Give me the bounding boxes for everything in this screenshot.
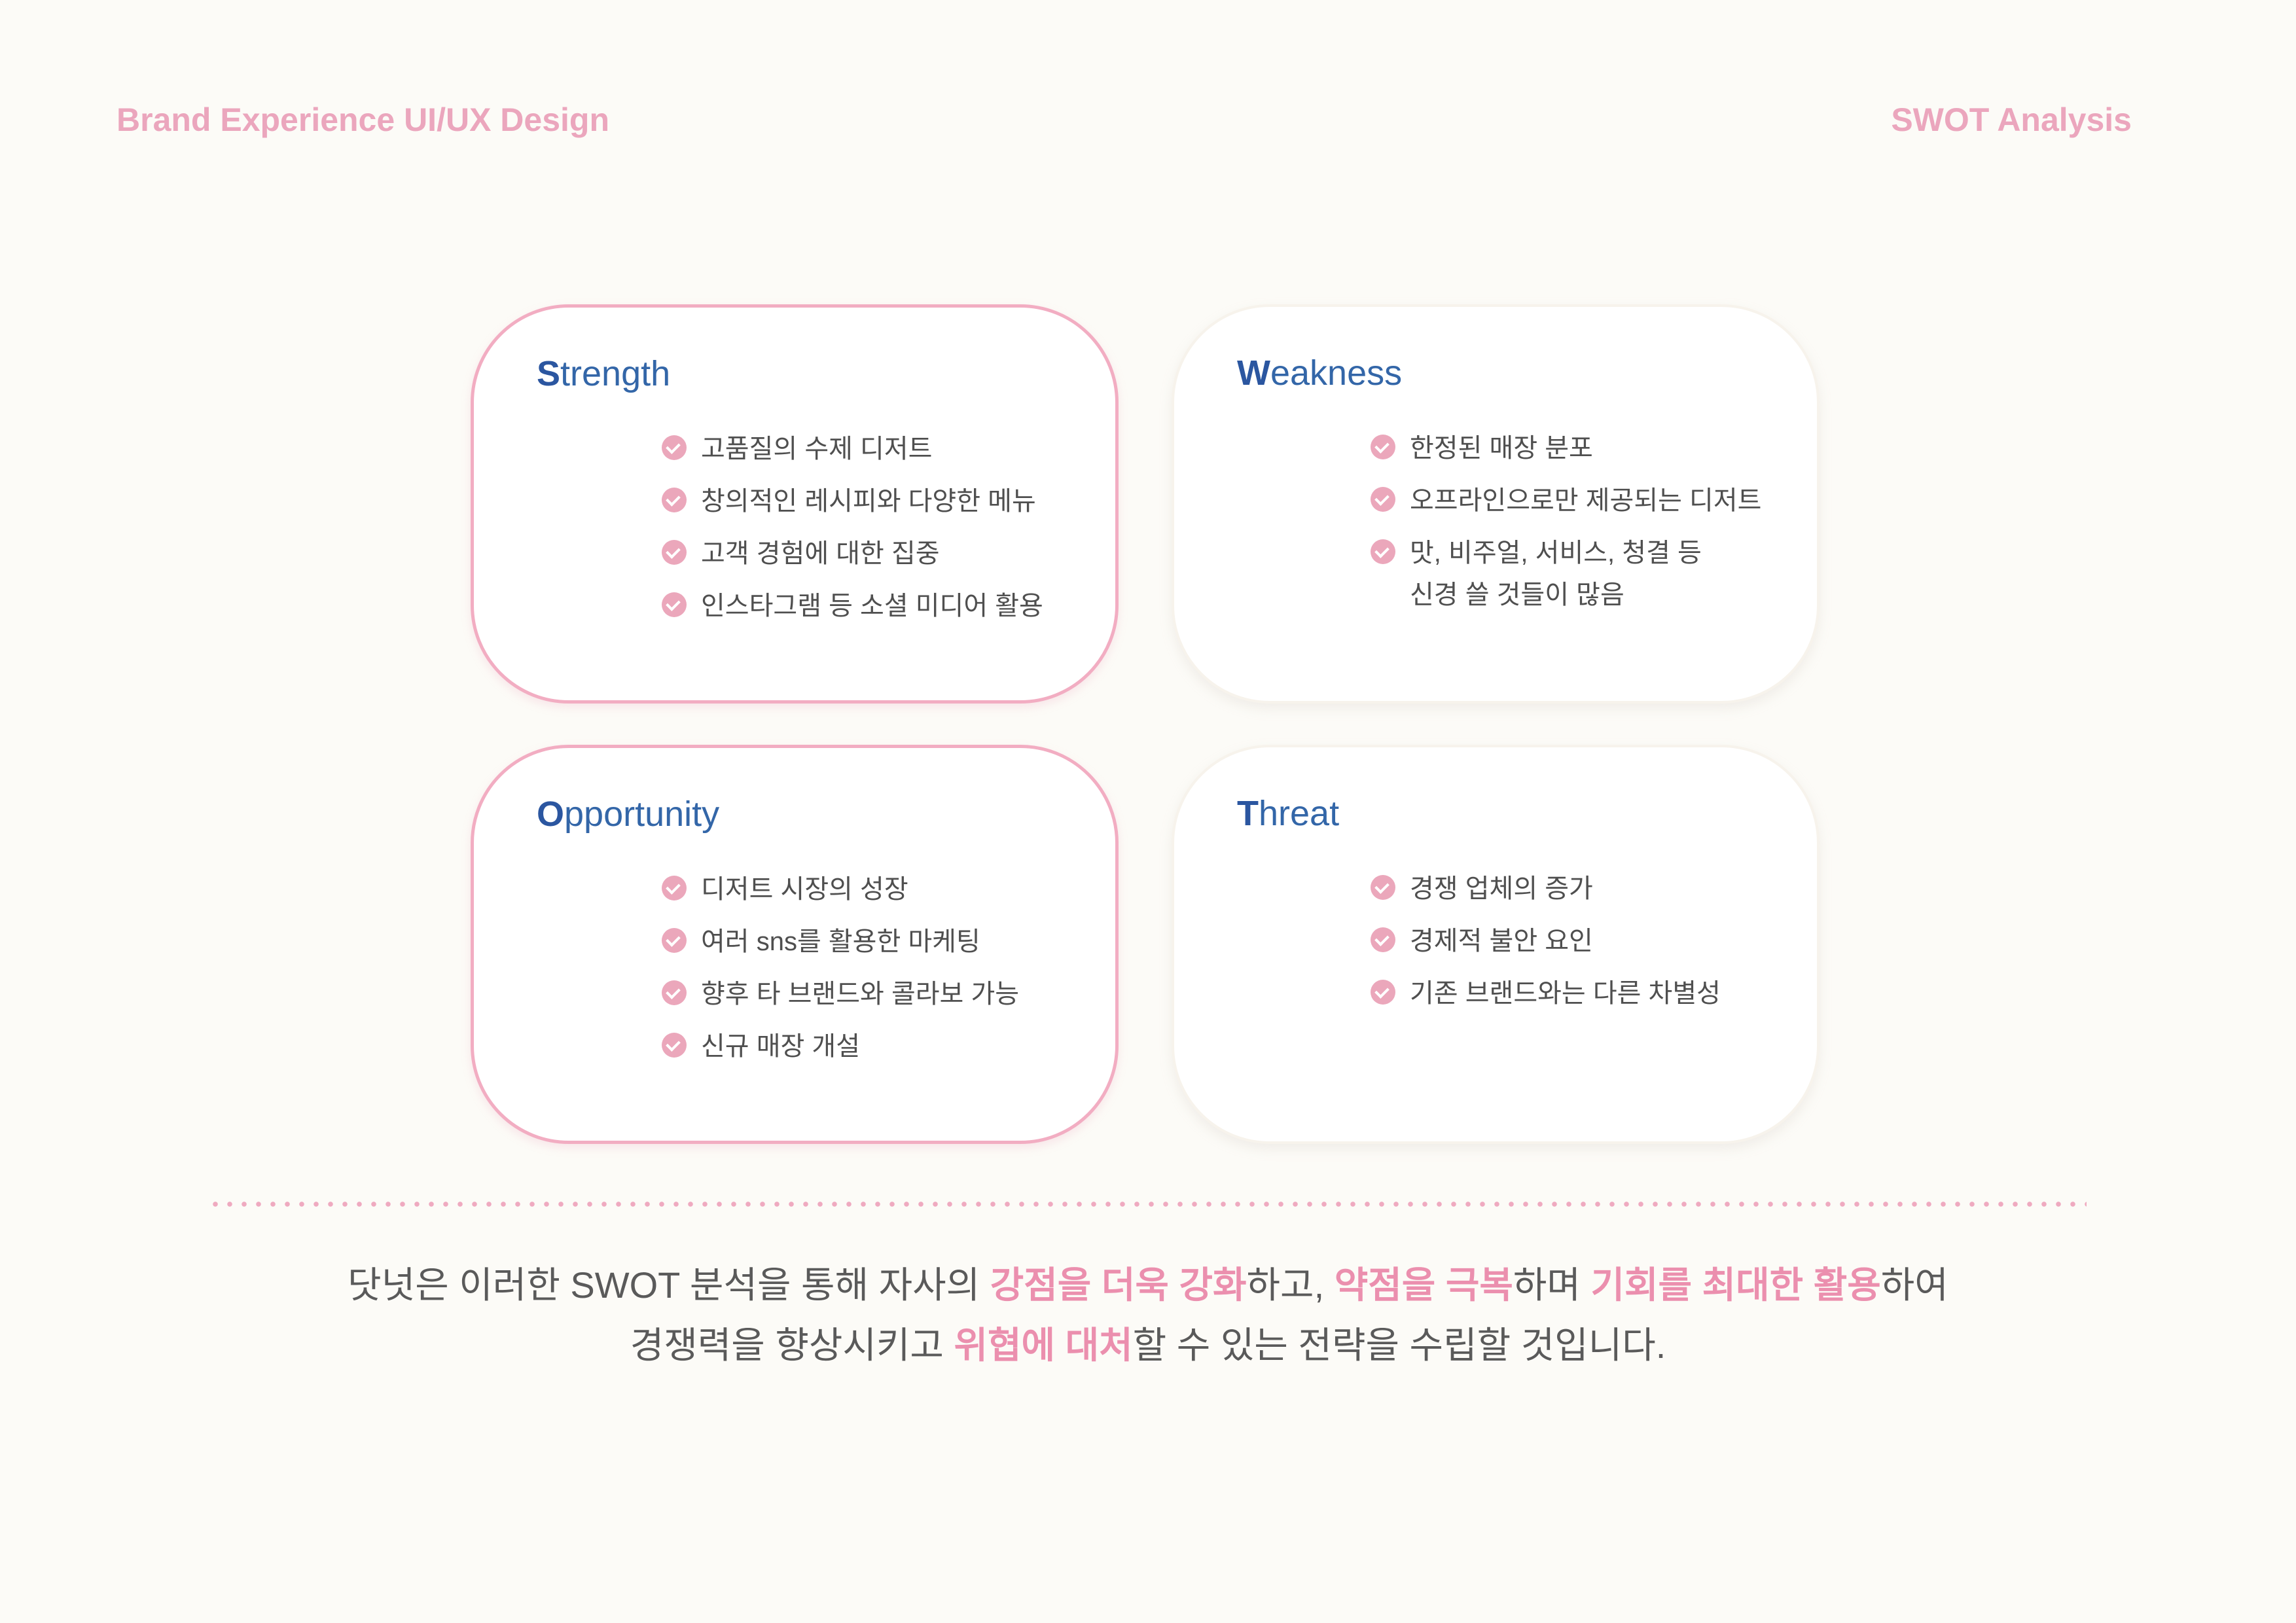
threat-list-item: 경쟁 업체의 증가 xyxy=(1371,868,1721,910)
summary-highlight: 기회를 최대한 활용 xyxy=(1590,1264,1881,1306)
check-circle-icon xyxy=(662,592,687,617)
weakness-list-item: 한정된 매장 분포 xyxy=(1371,427,1761,469)
threat-title-rest: hreat xyxy=(1259,794,1340,833)
strength-list-item: 고객 경험에 대한 집중 xyxy=(662,533,1043,575)
weakness-item-text: 오프라인으로만 제공되는 디저트 xyxy=(1410,486,1762,515)
check-circle-icon xyxy=(662,980,687,1005)
strength-title-rest: trength xyxy=(560,354,671,393)
opportunity-item-text: 향후 타 브랜드와 콜라보 가능 xyxy=(701,980,1020,1008)
weakness-item-text: 한정된 매장 분포 xyxy=(1410,434,1593,463)
opportunity-item-text: 여러 sns를 활용한 마케팅 xyxy=(701,927,980,956)
strength-item-text: 인스타그램 등 소셜 미디어 활용 xyxy=(701,592,1043,620)
summary-text: 닷넛은 이러한 SWOT 분석을 통해 자사의 강점을 더욱 강화하고, 약점을… xyxy=(0,1255,2296,1376)
opportunity-item-text: 디저트 시장의 성장 xyxy=(701,875,908,904)
check-circle-icon xyxy=(1371,435,1395,459)
summary-line-2: 경쟁력을 향상시키고 위협에 대처할 수 있는 전략을 수립할 것입니다. xyxy=(0,1315,2296,1376)
strength-item-text: 고품질의 수제 디저트 xyxy=(701,435,933,463)
threat-list-item: 기존 브랜드와는 다른 차별성 xyxy=(1371,972,1721,1014)
summary-highlight: 위협에 대처 xyxy=(954,1325,1133,1366)
check-circle-icon xyxy=(1371,539,1395,564)
summary-segment: 하며 xyxy=(1513,1264,1591,1306)
threat-title: Threat xyxy=(1237,791,1339,836)
check-circle-icon xyxy=(1371,980,1395,1005)
strength-title: Strength xyxy=(537,351,670,397)
summary-segment: 닷넛은 이러한 SWOT 분석을 통해 자사의 xyxy=(348,1264,990,1306)
summary-segment: 할 수 있는 전략을 수립할 것입니다. xyxy=(1132,1325,1666,1366)
threat-item-text: 기존 브랜드와는 다른 차별성 xyxy=(1410,979,1721,1008)
strength-item-text: 창의적인 레시피와 다양한 메뉴 xyxy=(701,487,1036,516)
summary-segment: 하여 xyxy=(1880,1264,1948,1306)
opportunity-title-rest: pportunity xyxy=(564,794,720,834)
check-circle-icon xyxy=(662,928,687,953)
weakness-list-item: 맛, 비주얼, 서비스, 청결 등 신경 쓸 것들이 많음 xyxy=(1371,532,1761,616)
weakness-item-text: 맛, 비주얼, 서비스, 청결 등 신경 쓸 것들이 많음 xyxy=(1410,539,1702,609)
opportunity-list-item: 디저트 시장의 성장 xyxy=(662,868,1019,910)
threat-initial: T xyxy=(1237,794,1259,833)
weakness-initial: W xyxy=(1237,353,1270,393)
check-circle-icon xyxy=(662,1033,687,1058)
strength-item-text: 고객 경험에 대한 집중 xyxy=(701,539,940,568)
weakness-list-item: 오프라인으로만 제공되는 디저트 xyxy=(1371,480,1761,522)
check-circle-icon xyxy=(662,488,687,512)
opportunity-list-item: 향후 타 브랜드와 콜라보 가능 xyxy=(662,973,1019,1015)
threat-item-text: 경제적 불안 요인 xyxy=(1410,927,1593,955)
brand-title: Brand Experience UI/UX Design xyxy=(117,101,610,138)
check-circle-icon xyxy=(662,540,687,565)
opportunity-item-text: 신규 매장 개설 xyxy=(701,1032,861,1061)
weakness-title: Weakness xyxy=(1237,350,1402,396)
summary-highlight: 강점을 더욱 강화 xyxy=(990,1264,1247,1306)
opportunity-list-item: 여러 sns를 활용한 마케팅 xyxy=(662,921,1019,963)
strength-list-item: 인스타그램 등 소셜 미디어 활용 xyxy=(662,585,1043,627)
check-circle-icon xyxy=(1371,875,1395,900)
opportunity-title: Opportunity xyxy=(537,791,719,837)
summary-segment: 하고, xyxy=(1246,1264,1335,1306)
check-circle-icon xyxy=(1371,487,1395,512)
section-title: SWOT Analysis xyxy=(1891,101,2132,138)
summary-segment: 경쟁력을 향상시키고 xyxy=(630,1325,954,1366)
check-circle-icon xyxy=(1371,927,1395,952)
threat-item-text: 경쟁 업체의 증가 xyxy=(1410,874,1593,903)
strength-list-item: 창의적인 레시피와 다양한 메뉴 xyxy=(662,480,1043,522)
dotted-divider xyxy=(208,1202,2087,1207)
summary-line-1: 닷넛은 이러한 SWOT 분석을 통해 자사의 강점을 더욱 강화하고, 약점을… xyxy=(0,1255,2296,1315)
summary-highlight: 약점을 극복 xyxy=(1334,1264,1513,1306)
opportunity-initial: O xyxy=(537,794,565,834)
opportunity-list-item: 신규 매장 개설 xyxy=(662,1026,1019,1067)
check-circle-icon xyxy=(662,876,687,901)
weakness-title-rest: eakness xyxy=(1270,353,1403,393)
threat-list-item: 경제적 불안 요인 xyxy=(1371,920,1721,962)
check-circle-icon xyxy=(662,435,687,460)
strength-list-item: 고품질의 수제 디저트 xyxy=(662,428,1043,470)
strength-initial: S xyxy=(537,354,561,393)
